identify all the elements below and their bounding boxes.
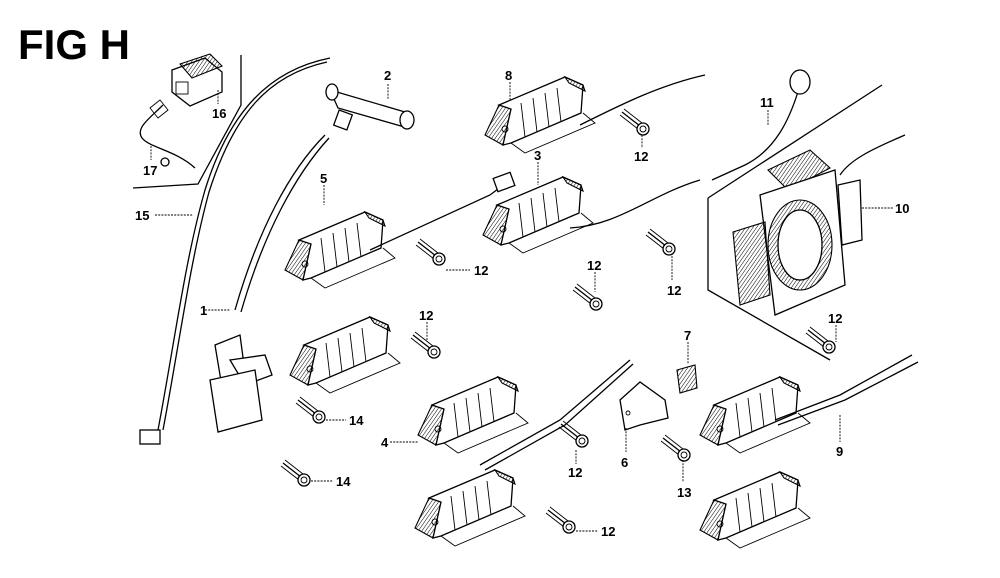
figure-title: FIG H	[18, 21, 130, 68]
screw-part[interactable]	[660, 434, 691, 462]
callout-5: 5	[320, 171, 327, 186]
callout-12-e: 12	[587, 258, 601, 273]
callout-2: 2	[384, 68, 391, 83]
callout-12-h: 12	[601, 524, 615, 539]
callout-12-f: 12	[828, 311, 842, 326]
bolt-part[interactable]	[415, 238, 446, 266]
callout-12-a: 12	[474, 263, 488, 278]
regulator-part[interactable]	[171, 53, 223, 107]
wire-harness-part[interactable]	[139, 99, 196, 169]
pulser-coil-pair-part[interactable]	[284, 171, 516, 394]
callout-14-a: 14	[349, 413, 364, 428]
callout-12-d: 12	[667, 283, 681, 298]
coil-pair-9-part[interactable]	[699, 354, 919, 549]
callout-17: 17	[143, 163, 157, 178]
callout-11: 11	[760, 95, 774, 110]
coil-8-part[interactable]	[484, 74, 706, 154]
callout-12-g: 12	[568, 465, 582, 480]
callout-9: 9	[836, 444, 843, 459]
callout-6: 6	[621, 455, 628, 470]
callout-4: 4	[381, 435, 389, 450]
grommet-part[interactable]	[676, 364, 698, 394]
spark-plug-cap-part[interactable]	[325, 83, 415, 131]
group-boundary-line	[132, 55, 242, 189]
bolt-part[interactable]	[645, 228, 676, 256]
callout-13: 13	[677, 485, 691, 500]
callout-7: 7	[684, 328, 691, 343]
bolt-part[interactable]	[572, 283, 603, 311]
bolt-part[interactable]	[410, 331, 441, 359]
charge-coil-part[interactable]	[482, 176, 701, 254]
exciter-coil-pair-part[interactable]	[414, 359, 634, 547]
ignition-coil-part[interactable]	[209, 134, 330, 433]
bolt-part[interactable]	[295, 396, 326, 424]
bolt-part[interactable]	[619, 108, 650, 136]
callout-10: 10	[895, 201, 909, 216]
callout-3: 3	[534, 148, 541, 163]
callout-1: 1	[200, 303, 207, 318]
bolt-part[interactable]	[280, 459, 311, 487]
callout-14-b: 14	[336, 474, 351, 489]
callout-12-c: 12	[634, 149, 648, 164]
wire-lead-part[interactable]	[711, 69, 811, 181]
callout-8: 8	[505, 68, 512, 83]
bolt-part[interactable]	[558, 420, 589, 448]
bolt-part[interactable]	[545, 506, 576, 534]
callout-12-b: 12	[419, 308, 433, 323]
wire-part[interactable]	[139, 57, 331, 445]
stator-part[interactable]	[707, 84, 906, 361]
callout-16: 16	[212, 106, 226, 121]
bracket-part[interactable]	[619, 381, 669, 431]
callout-15: 15	[135, 208, 149, 223]
